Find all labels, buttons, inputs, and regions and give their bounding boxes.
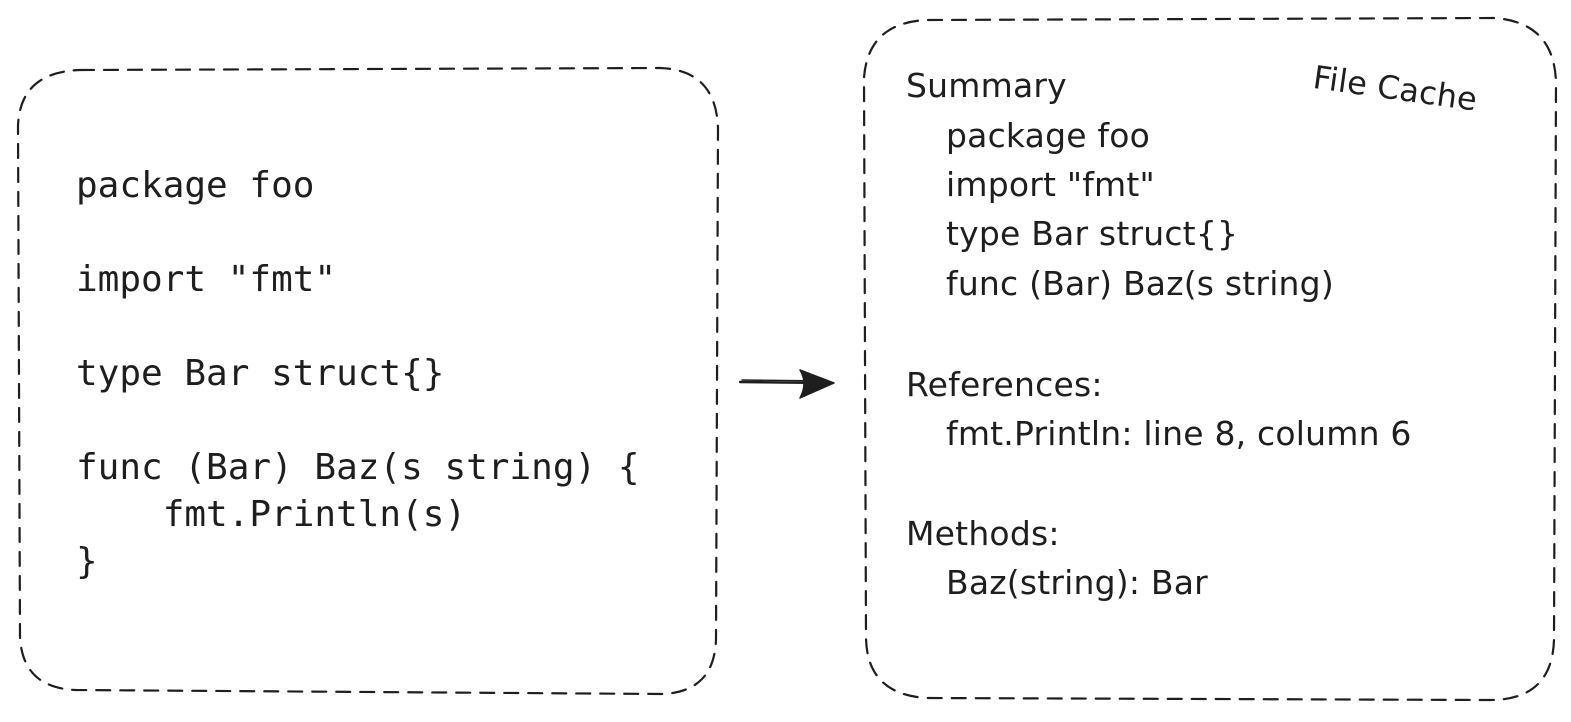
summary-item: type Bar struct{} (946, 214, 1239, 253)
code-line: func (Bar) Baz(s string) { (76, 447, 640, 488)
summary-heading: Summary (906, 66, 1067, 105)
code-line: fmt.Println(s) (76, 494, 467, 535)
code-line: package foo (76, 165, 315, 206)
code-line: type Bar struct{} (76, 353, 445, 394)
method-item: Baz(string): Bar (946, 563, 1208, 602)
reference-item: fmt.Println: line 8, column 6 (946, 414, 1412, 453)
code-line: import "fmt" (76, 259, 337, 300)
methods-heading: Methods: (906, 514, 1060, 553)
summary-item: func (Bar) Baz(s string) (946, 264, 1334, 303)
summary-item: import "fmt" (946, 165, 1155, 204)
code-line: } (76, 541, 98, 582)
references-heading: References: (906, 365, 1103, 404)
cache-box-border (862, 16, 1558, 702)
source-box-border (16, 66, 720, 696)
source-code: package foo import "fmt" type Bar struct… (76, 162, 640, 585)
arrow-icon (738, 369, 835, 399)
summary-item: package foo (946, 116, 1151, 155)
